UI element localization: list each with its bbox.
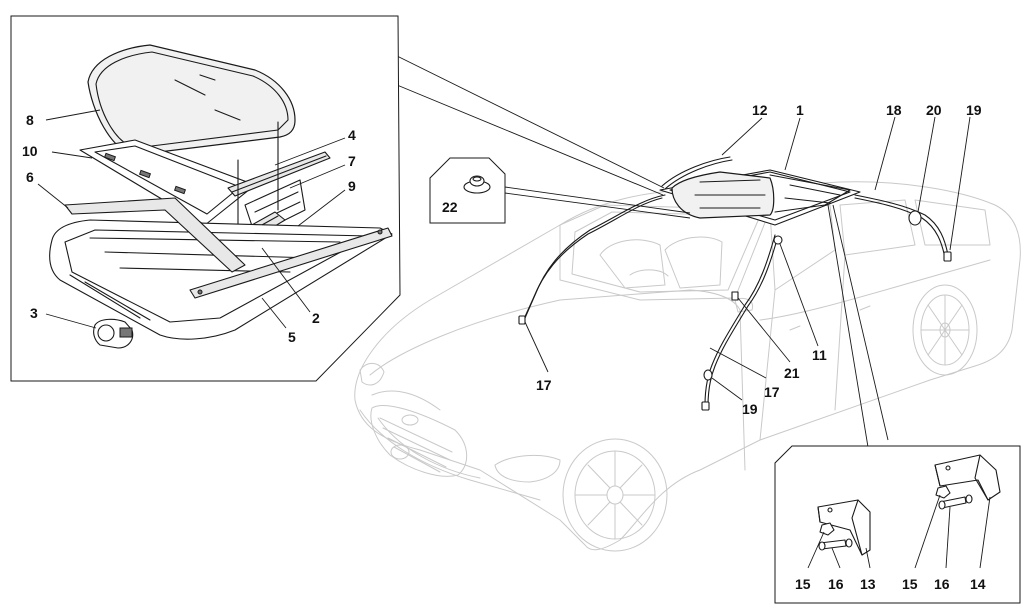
main-detail-parts: [49, 44, 393, 349]
label-9: 9: [348, 178, 356, 194]
label-2: 2: [312, 310, 320, 326]
label-15-right: 15: [902, 576, 918, 592]
label-4: 4: [348, 127, 356, 143]
nut-15-left: [819, 522, 835, 536]
part-number-labels: 8 10 6 3 4 7 9 2 5 22 12 1 18 20 19 11 2…: [22, 102, 986, 592]
bracket-detail-callout: [774, 445, 1021, 604]
plug-part: [463, 175, 491, 194]
front-drain-hose-center: [704, 234, 776, 406]
sunroof-frame: [49, 219, 393, 340]
connector-bracket-left: [827, 204, 869, 448]
front-cross-rail: [64, 197, 246, 273]
label-22: 22: [442, 199, 458, 215]
connector-main-detail-lower: [396, 84, 664, 196]
label-15-left: 15: [795, 576, 811, 592]
connector-main-detail-upper: [394, 54, 665, 189]
leader-lines: [37, 109, 991, 569]
label-7: 7: [348, 153, 356, 169]
hose-end-cap: [703, 369, 713, 381]
drain-valve: [908, 210, 922, 226]
label-19-top: 19: [966, 102, 982, 118]
label-14: 14: [970, 576, 986, 592]
label-10: 10: [22, 143, 38, 159]
bracket-14: [934, 454, 1001, 501]
label-8: 8: [26, 112, 34, 128]
label-3: 3: [30, 305, 38, 321]
label-21: 21: [784, 365, 800, 381]
label-18: 18: [886, 102, 902, 118]
label-19-bottom: 19: [742, 401, 758, 417]
connector-bracket-right: [832, 204, 889, 441]
label-20: 20: [926, 102, 942, 118]
roof-sunroof-assembly: [518, 156, 952, 411]
side-rail: [189, 227, 393, 299]
hose-end-left-front: [518, 315, 526, 325]
label-13: 13: [860, 576, 876, 592]
label-5: 5: [288, 329, 296, 345]
label-6: 6: [26, 169, 34, 185]
connector-plug-lower: [504, 192, 691, 219]
bracket-13: [817, 499, 871, 556]
label-11: 11: [812, 347, 827, 363]
bracket-parts: [817, 454, 1001, 556]
label-1: 1: [796, 102, 804, 118]
rear-drain-hose-right: [854, 194, 949, 256]
connector-plug-upper: [504, 186, 691, 214]
label-12: 12: [752, 102, 768, 118]
label-16-left: 16: [828, 576, 844, 592]
nut-15-right: [935, 485, 951, 499]
grommet-11: [773, 235, 783, 245]
label-16-right: 16: [934, 576, 950, 592]
hose-clip: [731, 291, 739, 301]
label-17-left: 17: [536, 377, 552, 393]
label-17-right: 17: [764, 384, 780, 400]
glass-panel: [87, 44, 296, 156]
roof-hose: [661, 156, 731, 187]
